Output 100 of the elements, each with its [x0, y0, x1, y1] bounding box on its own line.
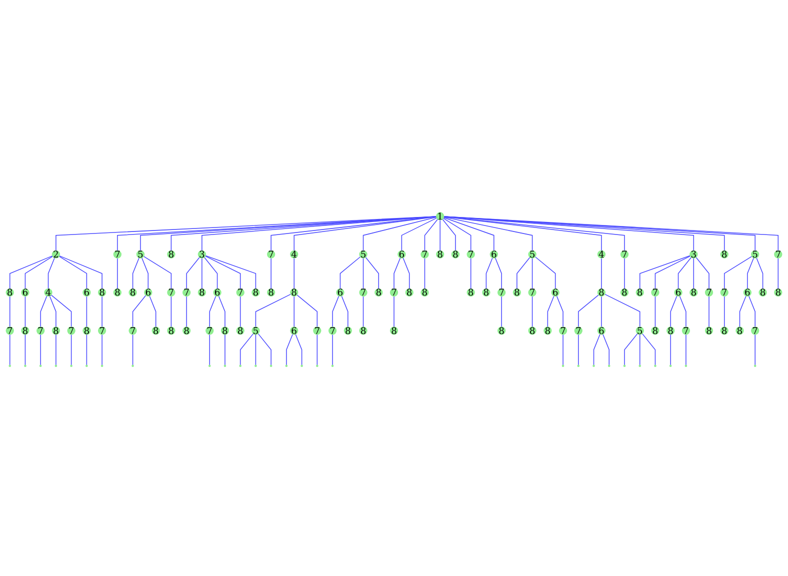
node-circle [754, 364, 756, 368]
connector [186, 256, 200, 290]
connector [624, 333, 638, 366]
connector [516, 256, 530, 290]
connector [9, 334, 10, 366]
connector [724, 256, 752, 290]
node-circle: 7 [236, 288, 244, 297]
connector [578, 334, 579, 366]
node-circle: 7 [98, 326, 106, 335]
node-circle [331, 364, 334, 368]
node-circle: 8 [82, 326, 91, 335]
connector [362, 296, 364, 328]
node-circle: 8 [405, 288, 414, 297]
connector [670, 296, 678, 328]
node-circle: 6 [398, 250, 406, 258]
node-circle: 8 [512, 288, 522, 297]
node-circle: 7 [682, 326, 690, 335]
node-circle: 8 [152, 326, 160, 335]
node-circle: 8 [451, 250, 460, 258]
connector [693, 258, 694, 290]
node-circle: 8 [597, 288, 606, 297]
node-circle: 8 [774, 288, 782, 297]
connector [40, 334, 41, 366]
connector [332, 296, 340, 328]
node-circle [285, 364, 288, 368]
connector [132, 295, 146, 328]
connector [362, 258, 364, 290]
connector [186, 296, 187, 328]
node-circle [132, 364, 134, 368]
connector [642, 333, 656, 366]
connector [604, 294, 640, 328]
connector [739, 296, 746, 328]
node-circle: 8 [6, 288, 14, 297]
connector [442, 218, 472, 252]
node-circle: 4 [597, 250, 606, 258]
node-circle: 8 [198, 288, 206, 297]
connector [240, 333, 254, 366]
node-circle [562, 364, 564, 368]
node-circle: 8 [720, 326, 728, 335]
node-circle: 7 [651, 288, 660, 297]
node-circle: 7 [359, 288, 368, 297]
connector [602, 334, 610, 366]
connector [24, 334, 26, 366]
connector [141, 257, 149, 290]
node-circle: 7 [67, 326, 76, 335]
connector [624, 258, 625, 290]
connector [778, 258, 779, 290]
node-circle: 4 [44, 288, 52, 297]
node-circle: 7 [528, 288, 536, 297]
node-circle: 7 [704, 288, 714, 297]
node-circle: 7 [574, 326, 582, 335]
connector [132, 334, 134, 366]
node-circle: 7 [266, 250, 276, 258]
connector [240, 296, 241, 328]
connector [295, 334, 302, 366]
connector [117, 258, 118, 290]
node-circle: 5 [751, 250, 760, 258]
connector [654, 296, 656, 328]
node-circle: 7 [751, 326, 760, 335]
node-circle: 8 [544, 326, 552, 335]
node-circle [669, 364, 672, 368]
node-circle [86, 364, 88, 368]
node-circle: 7 [128, 326, 137, 335]
node-circle: 3 [690, 250, 698, 258]
node-circle: 8 [220, 326, 230, 335]
connector [601, 258, 602, 290]
connector [547, 296, 554, 328]
connector [270, 258, 272, 290]
node-circle [39, 364, 42, 368]
node-circle [592, 364, 595, 368]
node-circle: 6 [21, 288, 30, 297]
node-circle: 8 [236, 326, 244, 335]
connector [562, 334, 564, 366]
node-circle [54, 364, 58, 368]
node-circle [316, 364, 318, 368]
connector [296, 294, 318, 328]
connector [365, 256, 380, 290]
node-circle: 7 [774, 250, 782, 258]
connector [442, 218, 456, 252]
connector [204, 256, 218, 290]
connector [654, 256, 691, 290]
node-circle: 6 [674, 288, 682, 297]
connector [556, 296, 564, 328]
node-circle: 8 [690, 288, 698, 297]
connector [532, 296, 533, 328]
node-circle: 5 [136, 250, 145, 258]
connector [258, 333, 272, 366]
connector [708, 296, 710, 328]
node-circle: 7 [420, 250, 429, 258]
connector [204, 256, 241, 290]
node-circle [100, 364, 104, 368]
node-circle [24, 364, 26, 368]
node-circle: 8 [167, 326, 176, 335]
node-circle: 8 [497, 326, 506, 335]
node-circle [638, 364, 641, 368]
node-circle: 8 [704, 326, 714, 335]
node-circle: 8 [720, 250, 728, 258]
node-circle: 7 [497, 288, 506, 297]
node-circle: 6 [336, 288, 344, 297]
connector [593, 334, 600, 366]
